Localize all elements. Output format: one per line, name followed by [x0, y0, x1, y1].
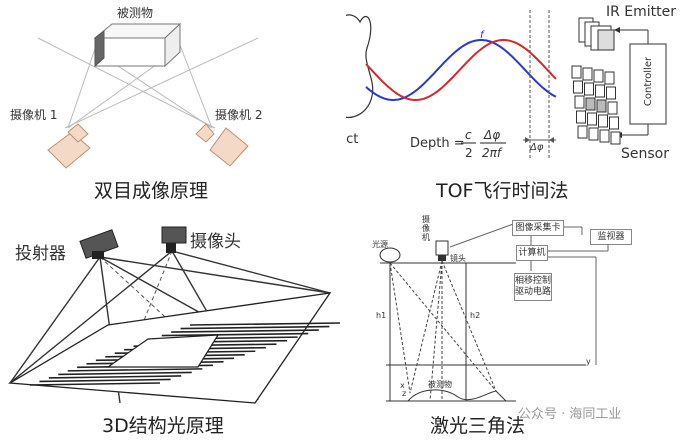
- laser-triangulation-panel: 图像采集卡 监视器 计算机 相移控制驱动电路 光源 摄像机 镜头 h1 h2 x…: [346, 215, 692, 440]
- formula-dphi: Δφ: [484, 128, 501, 142]
- structured-light-caption: 3D结构光原理: [102, 415, 224, 437]
- emitted-wave: [365, 39, 557, 101]
- camera-label: 摄像头: [190, 232, 241, 252]
- watermark: 公众号 · 海同工业: [518, 407, 622, 422]
- wave-frequency-label: f: [480, 30, 484, 41]
- tof-caption: TOF飞行时间法: [436, 180, 569, 202]
- driver-circuit-box: 相移控制驱动电路: [514, 273, 552, 301]
- ir-emitter-icon: [578, 17, 615, 51]
- camera-1-icon: [47, 123, 91, 169]
- camera-icon: [161, 226, 187, 253]
- object-blob: [346, 14, 374, 118]
- h1-label: h1: [376, 311, 387, 320]
- structured-light-panel: 投射器 摄像头 3D结构光原理: [0, 215, 346, 440]
- sensor-label: Sensor: [621, 146, 669, 162]
- light-source-label: 光源: [372, 240, 388, 249]
- object-label: Object: [346, 132, 359, 147]
- phase-label: Δφ: [530, 142, 544, 153]
- light-source-icon: [379, 247, 401, 263]
- camera-2-label: 摄像机 2: [215, 108, 263, 122]
- projector-label: 投射器: [15, 244, 66, 264]
- monitor-box: 监视器: [590, 229, 632, 245]
- emitter-label: IR Emitter: [606, 4, 677, 20]
- z-axis-label: z: [402, 389, 407, 398]
- stereo-vision-diagram: [37, 22, 259, 169]
- stereo-vision-panel: 被测物 摄像机 1 摄像机 2 双目成像原理: [0, 0, 346, 215]
- camera-1-label: 摄像机 1: [10, 108, 58, 122]
- tof-diagram: [346, 10, 667, 158]
- computer-box: 计算机: [516, 245, 548, 261]
- laser-triangulation-diagram: [379, 222, 609, 402]
- stereo-caption: 双目成像原理: [94, 180, 209, 202]
- formula-two: 2: [465, 146, 473, 160]
- depth-label: Depth =: [410, 136, 465, 151]
- structured-light-diagram: [7, 226, 341, 404]
- formula-c: c: [465, 128, 472, 142]
- controller-label: Controller: [643, 56, 655, 107]
- projector-icon: [79, 229, 119, 259]
- camera-label: 摄像机: [422, 215, 430, 242]
- x-axis-label: x: [400, 381, 405, 390]
- reflected-wave: [365, 39, 557, 101]
- sensor-grid: [571, 65, 621, 145]
- lens-label: 镜头: [450, 254, 466, 263]
- capture-card-box: 图像采集卡: [512, 220, 564, 236]
- object-label: 被测物: [117, 6, 154, 20]
- tof-panel: Object IR Emitter Controller Sensor f De…: [346, 0, 692, 215]
- camera-2-icon: [195, 123, 249, 167]
- measured-object-label: 被测物: [428, 380, 452, 389]
- y-axis-label: y: [586, 357, 591, 366]
- formula-2pif: 2πf: [482, 146, 502, 160]
- camera-icon: [435, 240, 449, 256]
- h2-label: h2: [470, 311, 481, 320]
- laser-caption: 激光三角法: [430, 415, 526, 437]
